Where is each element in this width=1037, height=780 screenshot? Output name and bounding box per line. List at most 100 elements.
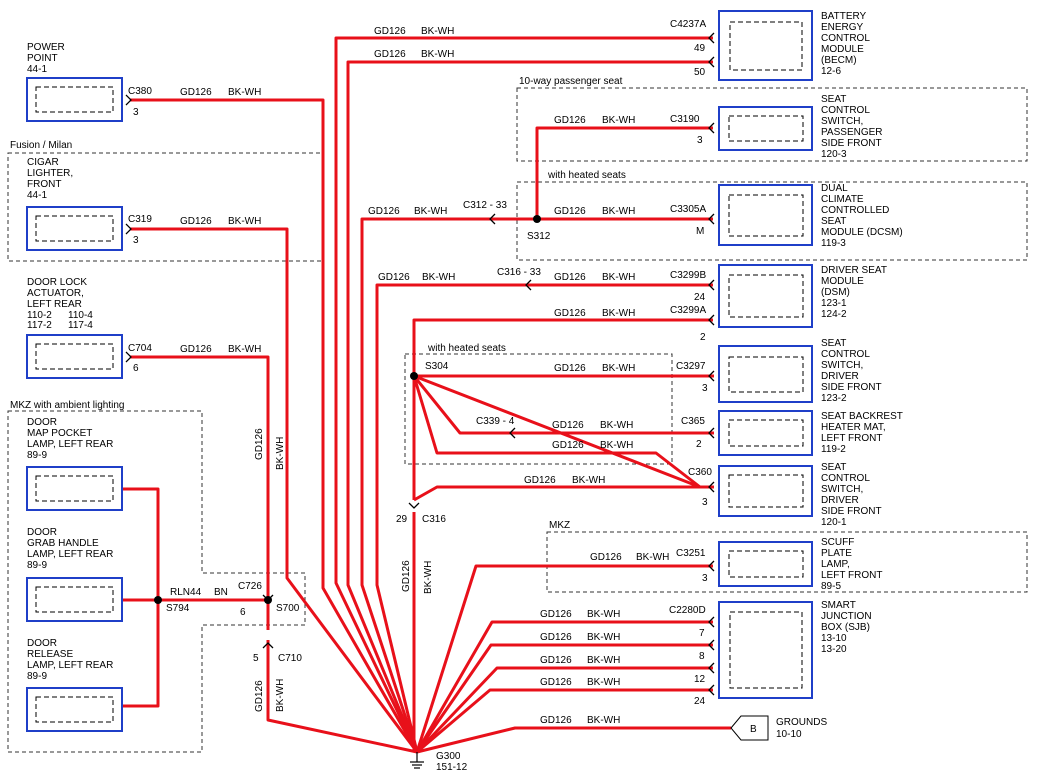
pass-switch-label-1: SEAT [821,94,846,105]
c3297-pin: 3 [702,383,708,394]
pass-switch-label-3: SWITCH, [821,116,863,127]
s794-label: S794 [166,603,190,614]
wire-label-bkwh: BK-WH [600,440,633,451]
region-label-mkz-ambient: MKZ with ambient lighting [10,400,125,411]
wire-label-gd: GD126 [540,632,572,643]
wire-grounds-b [416,726,731,754]
power-point-label-1: POWER [27,42,65,53]
pass-switch-ref: 120-3 [821,149,847,160]
becm-label-4: MODULE [821,44,864,55]
becm-inner [729,21,803,71]
wire-label-bkwh: BK-WH [587,677,620,688]
region-heated-seats-mid [404,353,673,465]
s700-label: S700 [276,603,300,614]
sjb-pin-24: 24 [694,696,706,707]
c316-label: C316 [422,514,446,525]
splice-s794 [154,596,162,604]
cigar-lighter-inner [35,215,114,242]
dsm-label-2: MODULE [821,276,864,287]
c3299a-label: C3299A [670,305,706,316]
region-mkz-ambient [7,410,306,753]
dsm-label-1: DRIVER SEAT [821,265,887,276]
grab-handle-inner [35,586,114,613]
pass-switch-label-5: SIDE FRONT [821,138,882,149]
wire-label-gd: GD126 [540,655,572,666]
becm-pin-50: 50 [694,67,706,78]
drv-switch-b-label-5: SIDE FRONT [821,506,882,517]
scuff-label-2: PLATE [821,548,852,559]
wire-sjb-1 [415,620,713,753]
wire-label-bkwh: BK-WH [228,87,261,98]
wires [122,36,731,754]
becm-pin-49: 49 [694,43,706,54]
sjb-pin-8: 8 [699,651,705,662]
map-pocket-ref: 89-9 [27,450,47,461]
wire-map-pocket [122,487,160,708]
c365-label: C365 [681,416,705,427]
dcsm-pin-m: M [696,226,704,237]
becm-ref: 12-6 [821,66,841,77]
wire-label-bkwh-vertical: BK-WH [275,679,286,712]
c710-label: C710 [278,653,302,664]
sjb-pin-7: 7 [699,628,705,639]
pass-switch-label-4: PASSENGER [821,127,883,138]
door-lock-ref-2a: 117-2 [27,320,52,331]
c3299b-label: C3299B [670,270,706,281]
becm-label-3: CONTROL [821,33,870,44]
ground-name: G300 [436,751,461,762]
dsm-label-3: (DSM) [821,287,850,298]
wire-dsm-2 [412,318,713,500]
wire-s304-c360-a [412,375,701,489]
c4237a-label: C4237A [670,19,706,30]
grab-handle-label-1: DOOR [27,527,57,538]
wire-sjb-7 [415,643,713,753]
grounds-b-letter: B [750,724,757,735]
wire-label-gd: GD126 [180,216,212,227]
wire-heater-mat [412,375,714,435]
splice-s304 [410,372,418,380]
release-lamp-ref: 89-9 [27,671,47,682]
wire-label-bkwh: BK-WH [602,206,635,217]
wire-label-gd: GD126 [540,677,572,688]
c726-label: C726 [238,581,262,592]
wire-label-gd: GD126 [378,272,410,283]
sjb-label-2: JUNCTION [821,611,872,622]
scuff-label-1: SCUFF [821,537,854,548]
s312-label: S312 [527,231,551,242]
c3190-label: C3190 [670,114,700,125]
cigar-lighter-label-1: CIGAR [27,157,59,168]
wire-label-gd: GD126 [552,420,584,431]
splice-s312 [533,215,541,223]
wire-scuff [415,564,713,753]
wire-cigar-lighter [130,227,419,753]
heater-mat-ref: 119-2 [821,444,846,455]
c360-label: C360 [688,467,712,478]
wire-label-bkwh: BK-WH [421,49,454,60]
c312-label: C312 - 33 [463,200,507,211]
wire-label-gd-vertical: GD126 [401,560,412,592]
drv-switch-a-ref: 123-2 [821,393,847,404]
wire-label-bn: BN [214,587,228,598]
connector-arrows [125,32,715,696]
c710-pin: 5 [253,653,259,664]
c3251-pin: 3 [702,573,708,584]
wire-becm-49 [334,36,713,753]
wire-pass-switch [535,126,713,219]
wire-label-bkwh: BK-WH [600,420,633,431]
dcsm-label-5: MODULE (DCSM) [821,227,903,238]
c365-pin: 2 [696,439,702,450]
heater-mat-label-1: SEAT BACKREST [821,411,903,422]
region-mkz [546,531,1028,593]
c316-33-label: C316 - 33 [497,267,541,278]
heater-mat-label-3: LEFT FRONT [821,433,882,444]
region-passenger-seat [516,87,1028,162]
wire-label-bkwh: BK-WH [587,715,620,726]
c3251-label: C3251 [676,548,706,559]
dcsm-ref: 119-3 [821,238,846,249]
grounds-b-tag[interactable] [730,715,769,741]
wire-label-bkwh-vertical: BK-WH [275,437,286,470]
ground-symbol-icon [410,752,424,769]
c380-pin: 3 [133,107,139,118]
dsm-pin-24: 24 [694,292,706,303]
dsm-ref-2: 124-2 [821,309,847,320]
